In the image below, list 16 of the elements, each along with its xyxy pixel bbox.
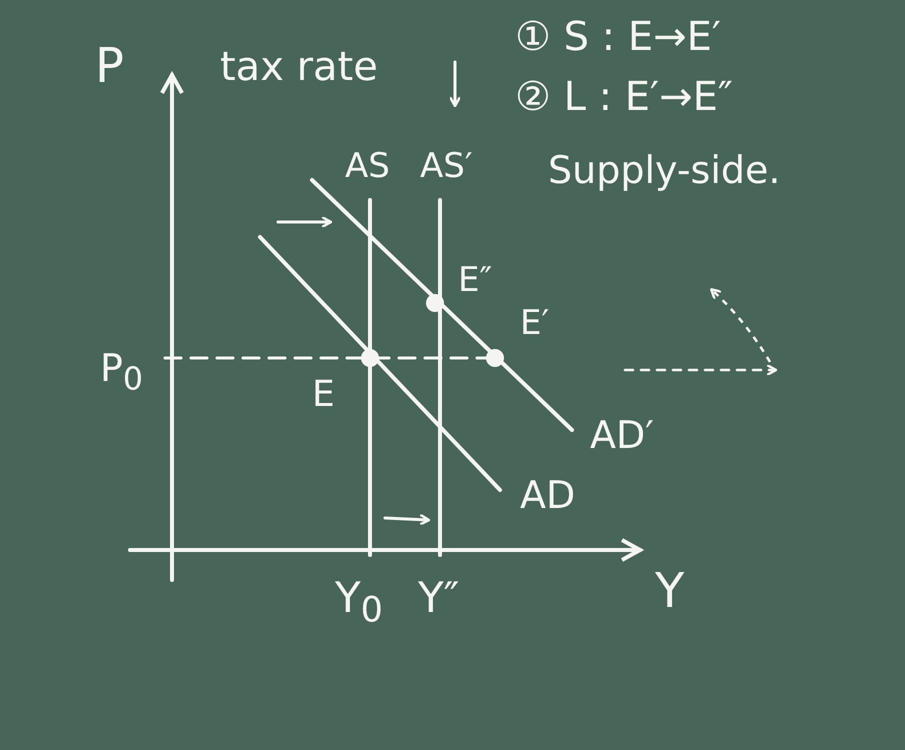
- curve-label: AS: [345, 148, 390, 186]
- point-label: E′: [520, 305, 550, 342]
- curve-label: AS′: [420, 148, 473, 186]
- note: tax rate: [220, 45, 378, 89]
- curve-label: AD: [520, 475, 576, 517]
- axis-label: Y: [655, 565, 684, 618]
- curve-label: AD′: [590, 415, 654, 457]
- axis-label: Y$_{0}$: [335, 575, 383, 630]
- note: Supply-side.: [548, 150, 780, 192]
- point-label: E″: [458, 262, 492, 300]
- point-label: E: [312, 375, 335, 415]
- axis-label: Y″: [418, 575, 460, 622]
- axis-label: P$_{0}$: [100, 348, 144, 398]
- step-note: ① S : E→E′: [515, 15, 722, 59]
- step-note: ② L : E′→E″: [515, 75, 733, 119]
- axis-label: P: [95, 40, 124, 93]
